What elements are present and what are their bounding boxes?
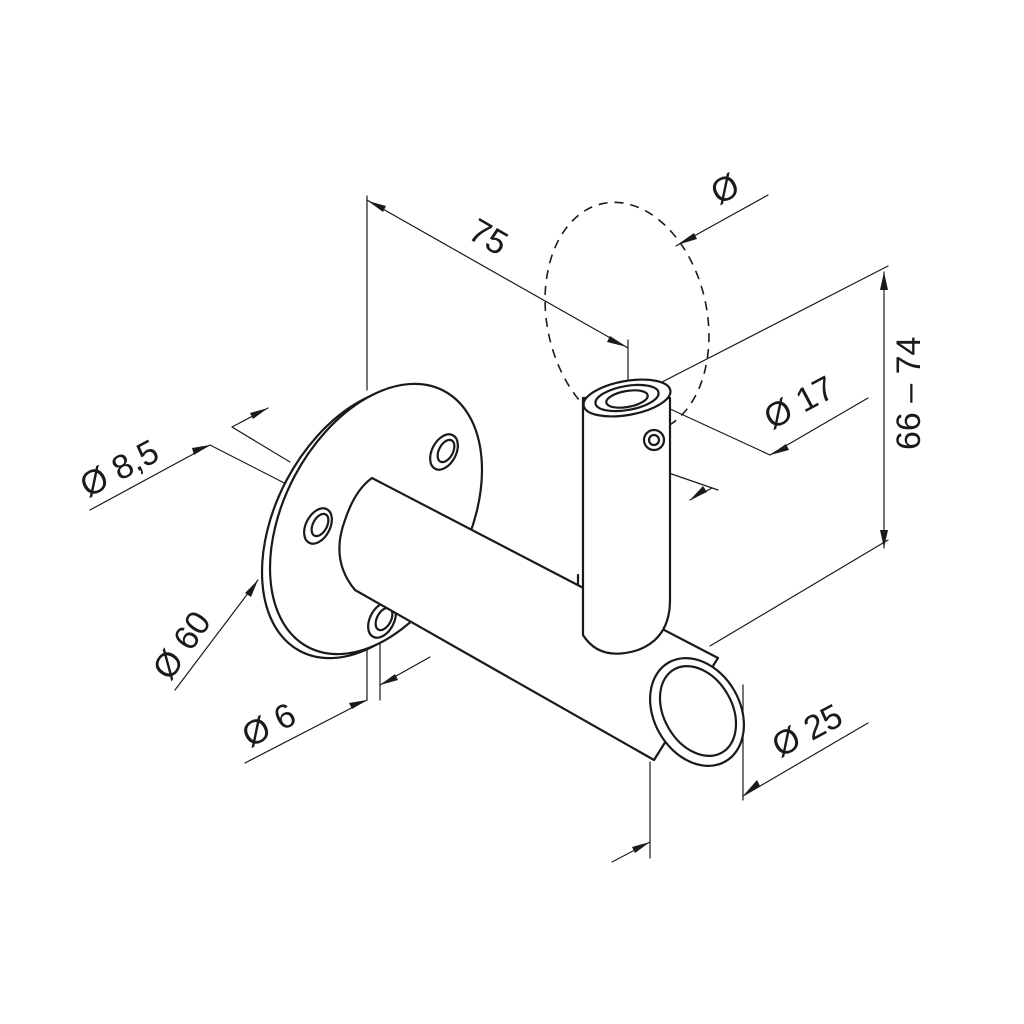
arrow-75-left (368, 201, 386, 212)
mounting-hole-top (429, 433, 459, 471)
arrow-75-right (607, 336, 627, 347)
arrow-25-a (632, 842, 650, 853)
dim-flange-diameter-label: Ø 60 (145, 604, 218, 686)
dim-tube-diameter-label: Ø 17 (758, 369, 841, 437)
horizontal-arm (338, 476, 745, 767)
tube-top (582, 378, 672, 418)
arrow-6-b (380, 674, 398, 685)
arrow-rail (677, 233, 697, 245)
dim-height-label: 66 – 74 (890, 337, 928, 450)
arrowheads (192, 201, 888, 853)
arrow-17-b (690, 486, 707, 500)
arrow-25-b (743, 780, 760, 796)
dimension-lines (89, 194, 889, 863)
dim-screw-diameter-label: Ø 6 (236, 696, 302, 755)
arrow-85-b (250, 408, 268, 419)
arrow-17-a (770, 444, 789, 455)
arrow-6-a (349, 700, 367, 709)
arrow-height-top (880, 272, 888, 290)
arrow-60 (245, 580, 258, 597)
dim-length-label: 75 (462, 211, 514, 263)
dim-rail-diameter-label: Ø (705, 166, 746, 212)
vertical-tube (576, 378, 672, 655)
arrow-height-bottom (880, 530, 888, 548)
rail-outline (544, 201, 710, 435)
dim-arm-diameter-label: Ø 25 (766, 697, 849, 765)
mounting-hole-left (303, 507, 333, 545)
set-screw (642, 428, 666, 452)
arrow-85-a (192, 445, 210, 455)
labels: 75 Ø 66 – 74 Ø 17 Ø 8,5 Ø 60 Ø 6 Ø 25 (74, 166, 928, 765)
